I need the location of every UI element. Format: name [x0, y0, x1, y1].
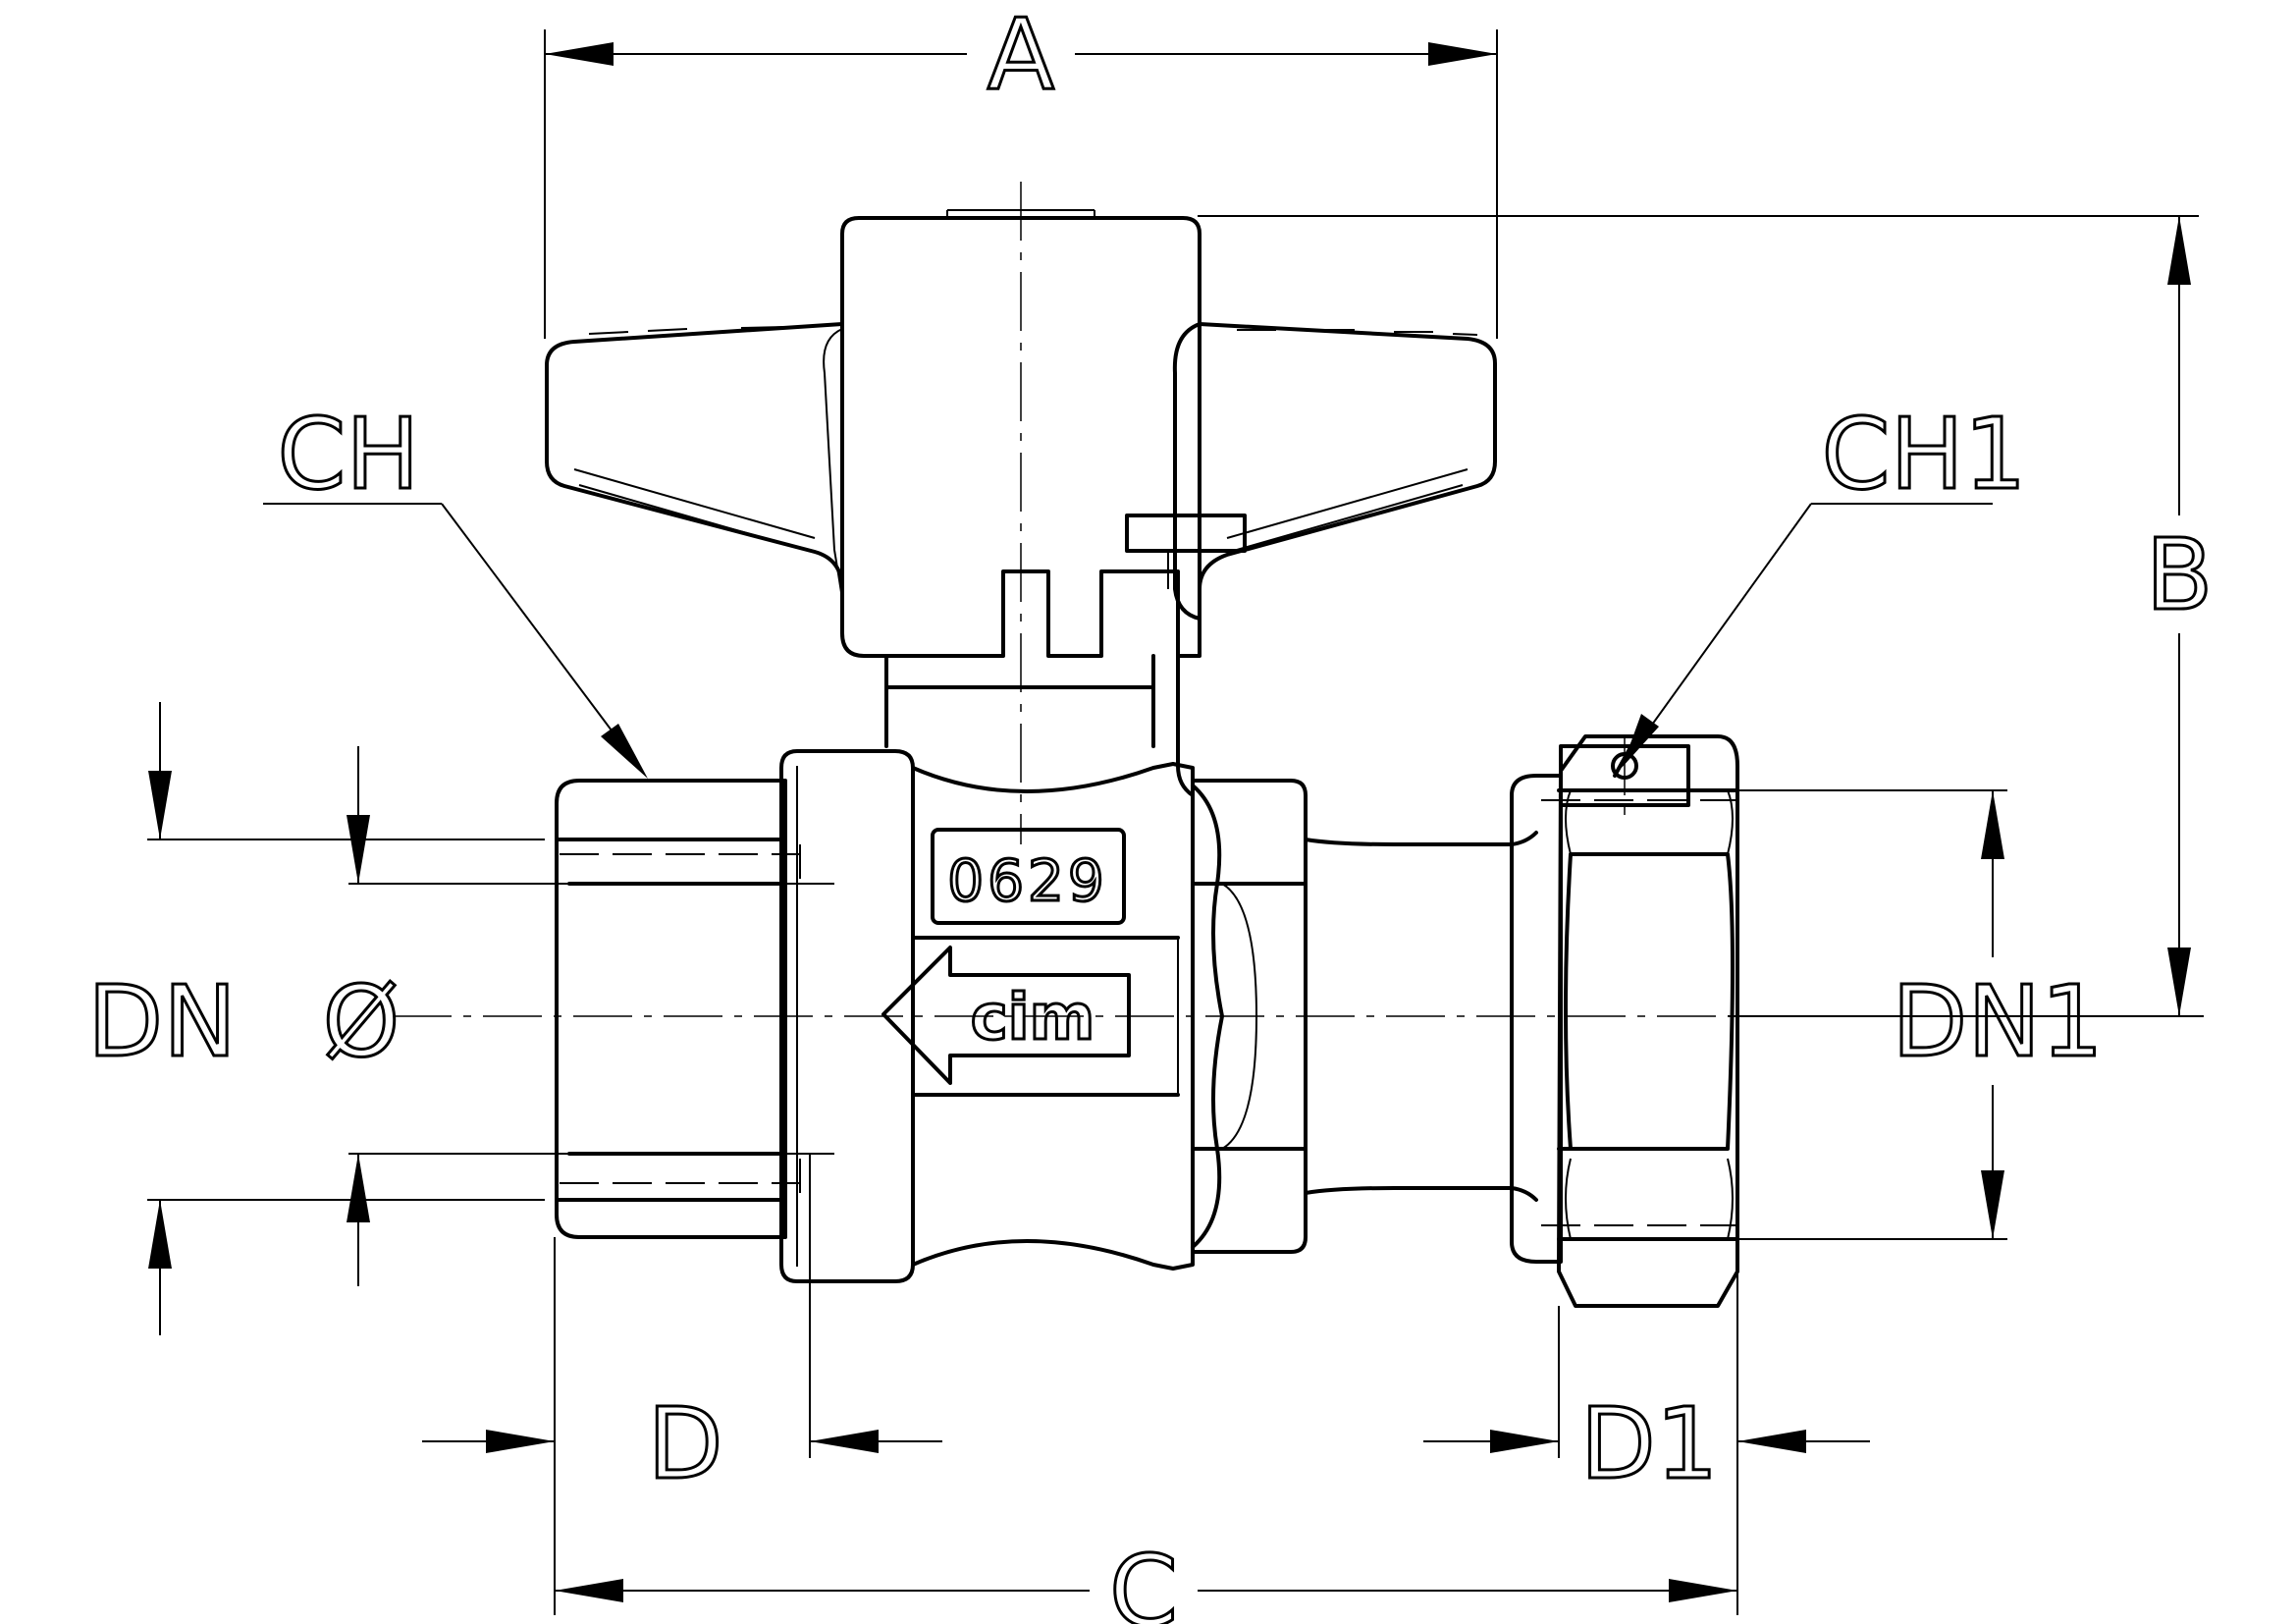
flange-collar	[779, 749, 915, 1283]
valve-stem	[884, 654, 1195, 797]
dimension-label-a: A	[988, 0, 1054, 112]
valve-marking: 0629	[947, 847, 1108, 914]
union-nut	[1510, 730, 1739, 1308]
dimension-a: A	[544, 0, 1498, 339]
dimension-dn: DN	[86, 702, 545, 1335]
dimension-d1: D1	[1423, 1306, 1870, 1503]
dimension-label-d: D	[647, 1386, 722, 1501]
dimension-b: B	[1198, 215, 2215, 1017]
leader-ch1: CH1	[1622, 396, 2028, 768]
left-threaded-end	[555, 779, 801, 1239]
dimension-c: C	[554, 1237, 1738, 1624]
dimension-d: D	[422, 1154, 942, 1503]
dimension-label-dn1: DN1	[1892, 964, 2103, 1079]
valve-body: 0629 cim	[881, 762, 1195, 1271]
center-lines	[393, 182, 1826, 1017]
leader-label-ch1: CH1	[1822, 397, 2027, 512]
dimension-label-d1: D1	[1580, 1386, 1719, 1501]
dimension-label-phi: Ø	[323, 964, 400, 1079]
brand-logo: cim	[971, 982, 1095, 1055]
butterfly-handle	[545, 209, 1497, 658]
leader-label-ch: CH	[277, 397, 419, 512]
valve-neck	[1304, 831, 1538, 1202]
valve-body-right	[1191, 779, 1308, 1254]
dimension-label-b: B	[2146, 517, 2214, 632]
dimension-dn1: DN1	[1718, 789, 2105, 1240]
leader-ch: CH	[263, 396, 648, 779]
dimension-label-dn: DN	[87, 964, 237, 1079]
dimension-label-c: C	[1109, 1534, 1178, 1624]
